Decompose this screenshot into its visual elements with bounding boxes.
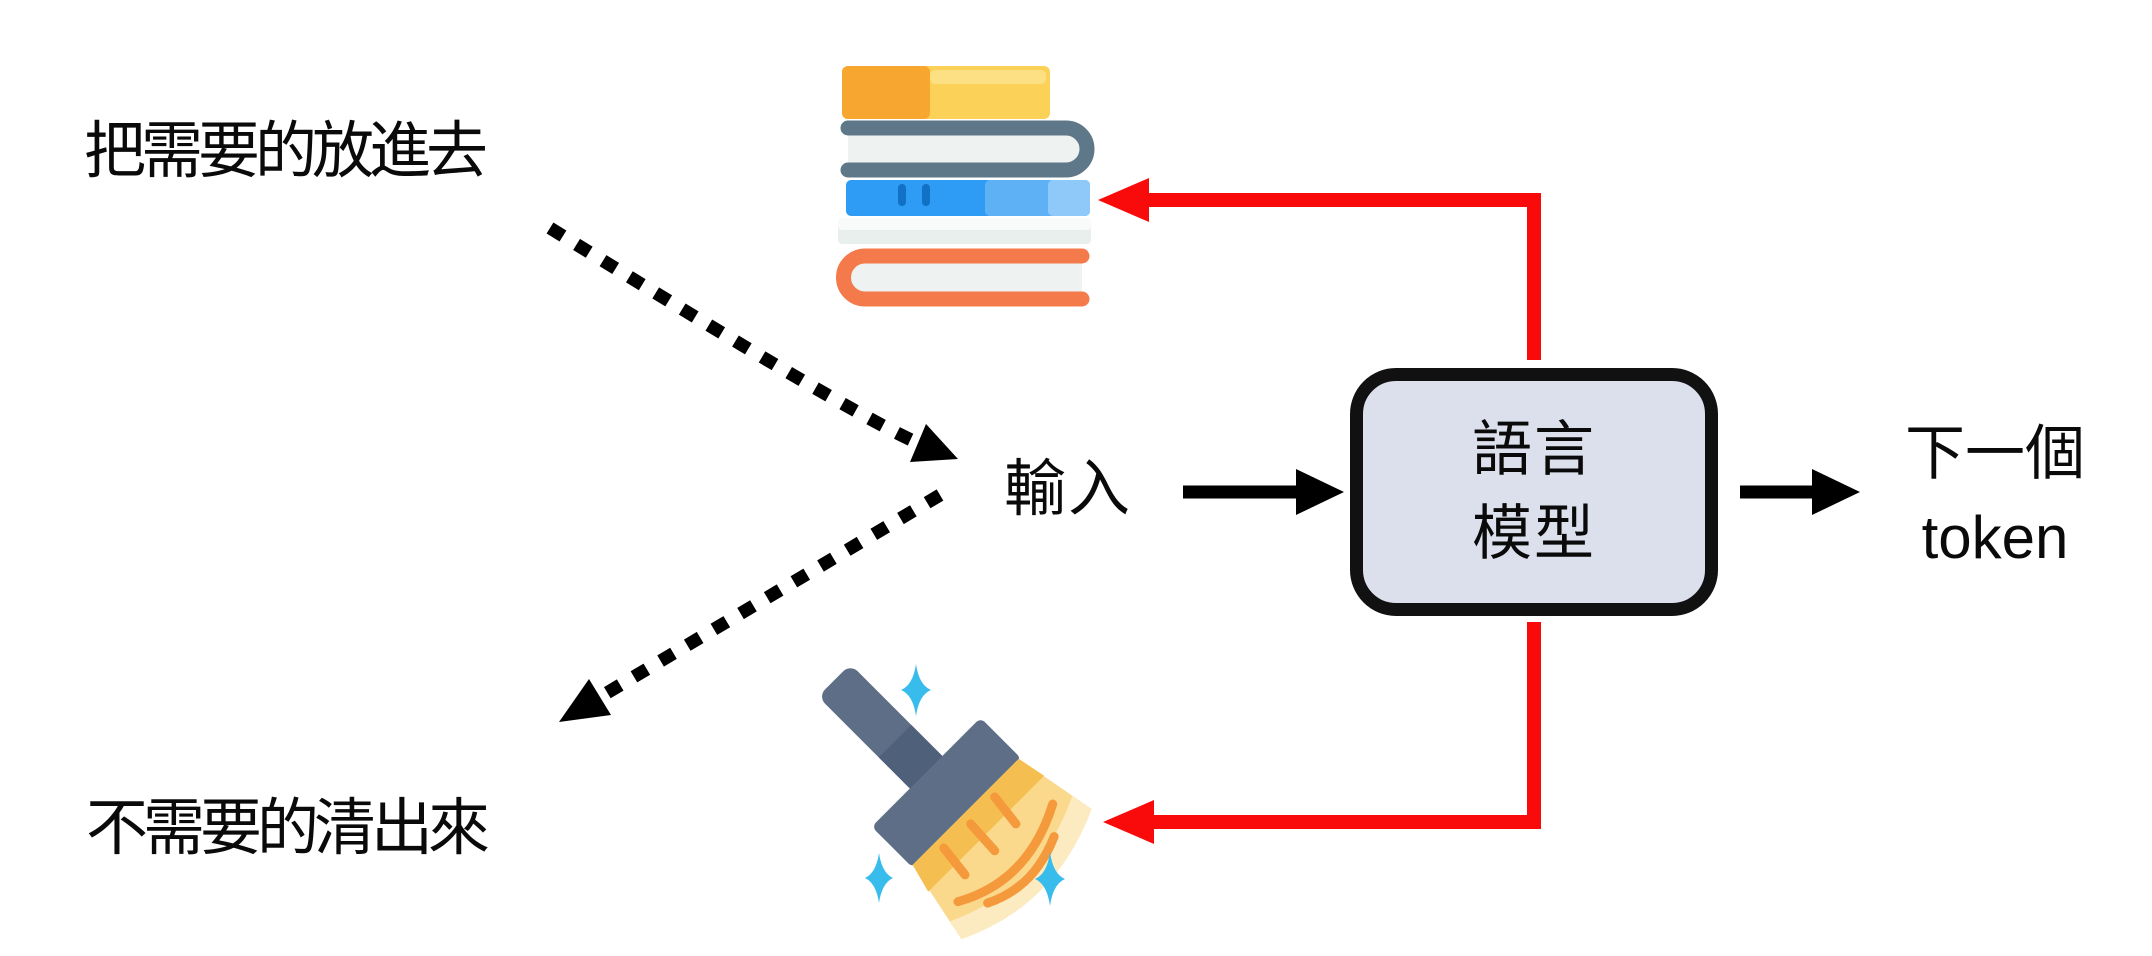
book-blue-light (1048, 180, 1090, 216)
put-in-dotted-arrow (546, 222, 958, 462)
book-blue-tick (898, 184, 906, 206)
sparkle-icon (901, 664, 931, 716)
book-slate (840, 120, 1095, 178)
model-to-broom-line (1152, 622, 1541, 829)
book-gray-highlight (838, 218, 1091, 230)
sparkle-icon (1035, 852, 1065, 906)
broom-bristles-band (912, 758, 1045, 892)
book-orange (836, 248, 1090, 307)
sparkle-icon (865, 853, 893, 903)
broom-bristles-edge (949, 795, 1092, 940)
broom-bristles (912, 758, 1092, 940)
broom-body (822, 668, 1092, 940)
model-to-books-red-arrow (1098, 178, 1541, 360)
model-to-output-arrowhead-icon (1812, 469, 1860, 515)
model-to-books-line (1147, 193, 1541, 360)
output-label-line1: 下一個 (1905, 420, 2085, 487)
input-label: 輸入 (1003, 455, 1132, 524)
clean-out-dotted-line (596, 489, 944, 703)
clean-out-arrowhead-icon (559, 679, 611, 722)
put-in-arrowhead-icon (910, 424, 958, 462)
model-to-books-arrowhead-icon (1098, 178, 1149, 222)
language-model-box: 語言 模型 (1350, 368, 1718, 616)
clean-out-label: 不需要的清出來 (86, 794, 490, 863)
input-to-model-arrowhead-icon (1296, 469, 1344, 515)
output-label: 下一個 token (1862, 412, 2128, 580)
put-in-label: 把需要的放進去 (84, 117, 488, 186)
broom-bristle-strokes (939, 792, 1059, 908)
input-to-model-arrow (1183, 469, 1344, 515)
put-in-dotted-line (546, 222, 921, 449)
book-yellow-highlight (930, 70, 1046, 84)
model-to-broom-red-arrow (1103, 622, 1541, 844)
book-yellow-spine (842, 66, 930, 119)
book-blue-tick (922, 184, 930, 206)
model-label-line1: 語言 (1472, 416, 1596, 483)
model-to-output-arrow (1740, 469, 1860, 515)
broom-collar (874, 720, 1020, 866)
model-label-line2: 模型 (1472, 500, 1596, 567)
model-to-broom-arrowhead-icon (1103, 800, 1154, 844)
clean-out-dotted-arrow (559, 489, 944, 722)
broom-icon (822, 664, 1092, 940)
output-label-line2: token (1921, 504, 2069, 571)
books-icon (836, 66, 1095, 307)
